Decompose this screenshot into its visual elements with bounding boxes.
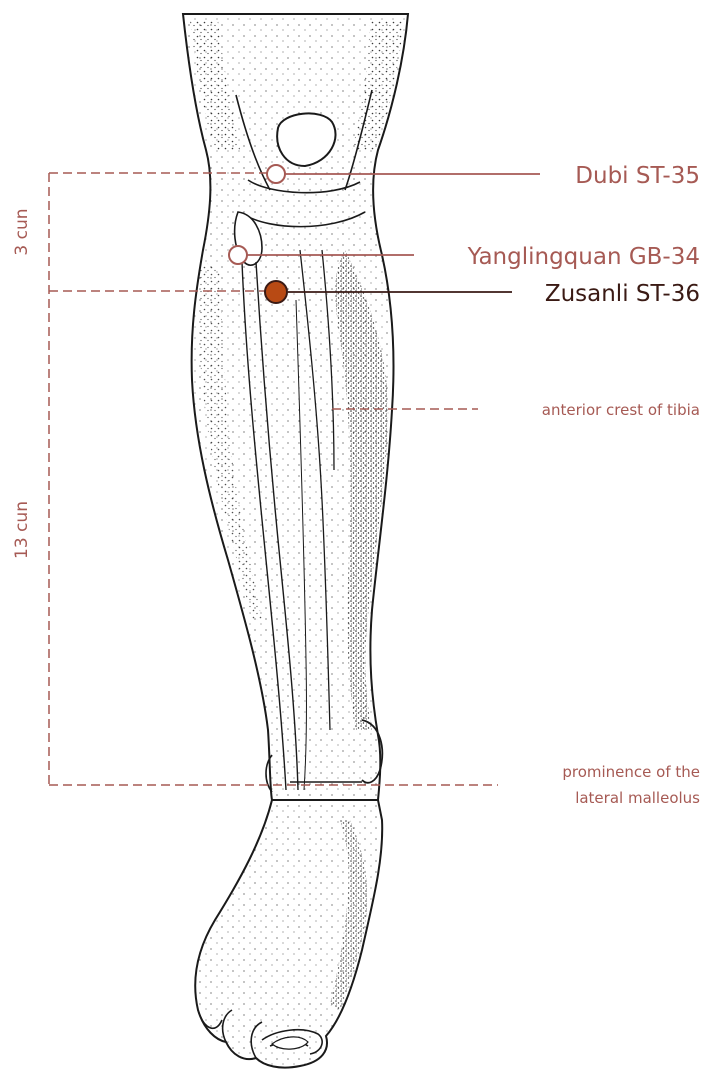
measure-lower-label: 13 cun: [12, 501, 32, 559]
yanglingquan-label: Yanglingquan GB-34: [467, 244, 700, 270]
malleolus-label-line1: prominence of the: [562, 763, 700, 781]
zusanli-label: Zusanli ST-36: [545, 281, 700, 307]
dubi-point-marker[interactable]: [267, 165, 285, 183]
tibia-label: anterior crest of tibia: [542, 401, 700, 419]
zusanli-point-marker[interactable]: [265, 281, 287, 303]
malleolus-label-line2: lateral malleolus: [575, 789, 700, 807]
yanglingquan-point-marker[interactable]: [229, 246, 247, 264]
leg-illustration: [183, 14, 408, 1068]
labels: Dubi ST-35 Yanglingquan GB-34 Zusanli ST…: [467, 163, 701, 807]
dubi-label: Dubi ST-35: [575, 163, 700, 189]
measure-upper-label: 3 cun: [12, 208, 32, 255]
